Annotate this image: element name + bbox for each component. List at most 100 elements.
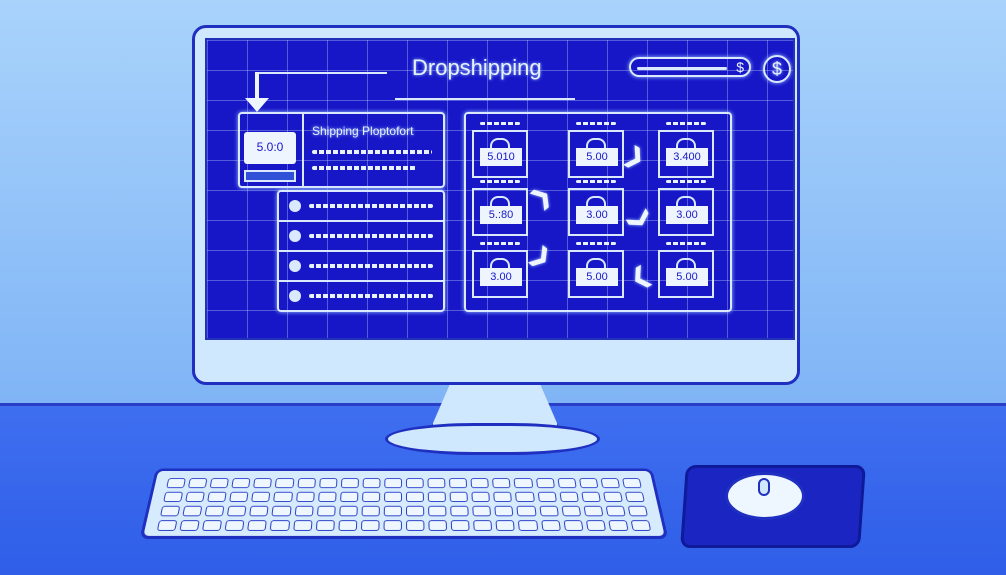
key[interactable] — [621, 478, 642, 489]
product-tile[interactable]: 5.00 — [568, 250, 624, 298]
list-item[interactable] — [279, 192, 443, 222]
key[interactable] — [361, 491, 381, 503]
key[interactable] — [207, 491, 228, 503]
key[interactable] — [473, 520, 493, 531]
key[interactable] — [450, 505, 470, 517]
radio-icon[interactable] — [289, 200, 301, 212]
key[interactable] — [624, 491, 645, 503]
key[interactable] — [251, 491, 271, 503]
key[interactable] — [253, 478, 273, 489]
key[interactable] — [537, 491, 557, 503]
product-tile[interactable]: 5.:80 — [472, 188, 528, 236]
key[interactable] — [583, 505, 604, 517]
key[interactable] — [518, 520, 538, 531]
key[interactable] — [427, 491, 447, 503]
key[interactable] — [179, 520, 200, 531]
key[interactable] — [406, 520, 425, 531]
key[interactable] — [406, 505, 425, 517]
key[interactable] — [231, 478, 251, 489]
key[interactable] — [292, 520, 313, 531]
key[interactable] — [340, 478, 359, 489]
key[interactable] — [296, 478, 316, 489]
key[interactable] — [383, 491, 403, 503]
key[interactable] — [202, 520, 223, 531]
dollar-icon[interactable]: $ — [736, 59, 744, 75]
key[interactable] — [384, 478, 403, 489]
key[interactable] — [585, 520, 606, 531]
product-tile[interactable]: 5.00 — [658, 250, 714, 298]
key[interactable] — [602, 491, 623, 503]
key[interactable] — [561, 505, 581, 517]
key[interactable] — [187, 478, 208, 489]
list-item[interactable] — [279, 282, 443, 312]
key[interactable] — [316, 505, 336, 517]
mouse-wheel[interactable] — [758, 478, 770, 496]
key[interactable] — [227, 505, 247, 517]
key[interactable] — [516, 505, 537, 517]
key[interactable] — [563, 520, 584, 531]
key[interactable] — [156, 520, 178, 531]
key[interactable] — [383, 520, 402, 531]
key[interactable] — [538, 505, 559, 517]
key[interactable] — [580, 491, 601, 503]
key[interactable] — [449, 478, 468, 489]
product-tile[interactable]: 3.400 — [658, 130, 714, 178]
radio-icon[interactable] — [289, 230, 301, 242]
key[interactable] — [627, 505, 649, 517]
list-item[interactable] — [279, 222, 443, 252]
key[interactable] — [163, 491, 184, 503]
radio-icon[interactable] — [289, 260, 301, 272]
product-tile[interactable]: 5.00 — [568, 130, 624, 178]
key[interactable] — [362, 478, 381, 489]
dollar-circle-icon[interactable]: $ — [763, 55, 791, 83]
product-tile[interactable]: 3.00 — [472, 250, 528, 298]
key[interactable] — [471, 491, 491, 503]
key[interactable] — [317, 491, 337, 503]
key[interactable] — [271, 505, 292, 517]
product-tile[interactable]: 3.00 — [658, 188, 714, 236]
key[interactable] — [605, 505, 626, 517]
key[interactable] — [295, 491, 315, 503]
key[interactable] — [578, 478, 599, 489]
key[interactable] — [492, 478, 512, 489]
key[interactable] — [159, 505, 181, 517]
key[interactable] — [247, 520, 268, 531]
key[interactable] — [495, 520, 516, 531]
key[interactable] — [540, 520, 561, 531]
key[interactable] — [275, 478, 295, 489]
key[interactable] — [600, 478, 621, 489]
key[interactable] — [608, 520, 629, 531]
key[interactable] — [338, 520, 358, 531]
radio-icon[interactable] — [289, 290, 301, 302]
search-input[interactable]: $ — [629, 57, 751, 77]
key[interactable] — [270, 520, 290, 531]
key[interactable] — [360, 520, 380, 531]
key[interactable] — [493, 491, 513, 503]
key[interactable] — [449, 491, 469, 503]
key[interactable] — [339, 491, 359, 503]
key[interactable] — [185, 491, 206, 503]
key[interactable] — [318, 478, 338, 489]
key[interactable] — [428, 520, 448, 531]
key[interactable] — [405, 491, 425, 503]
key[interactable] — [494, 505, 514, 517]
key[interactable] — [470, 478, 490, 489]
key[interactable] — [224, 520, 245, 531]
key[interactable] — [630, 520, 652, 531]
product-tile[interactable]: 3.00 — [568, 188, 624, 236]
key[interactable] — [361, 505, 380, 517]
key[interactable] — [535, 478, 555, 489]
key[interactable] — [249, 505, 270, 517]
key[interactable] — [182, 505, 203, 517]
list-item[interactable] — [279, 252, 443, 282]
key[interactable] — [472, 505, 492, 517]
key[interactable] — [513, 478, 533, 489]
keyboard[interactable] — [139, 468, 669, 539]
key[interactable] — [204, 505, 225, 517]
key[interactable] — [559, 491, 579, 503]
key[interactable] — [450, 520, 470, 531]
key[interactable] — [338, 505, 358, 517]
key[interactable] — [557, 478, 577, 489]
key[interactable] — [427, 478, 446, 489]
key[interactable] — [166, 478, 187, 489]
